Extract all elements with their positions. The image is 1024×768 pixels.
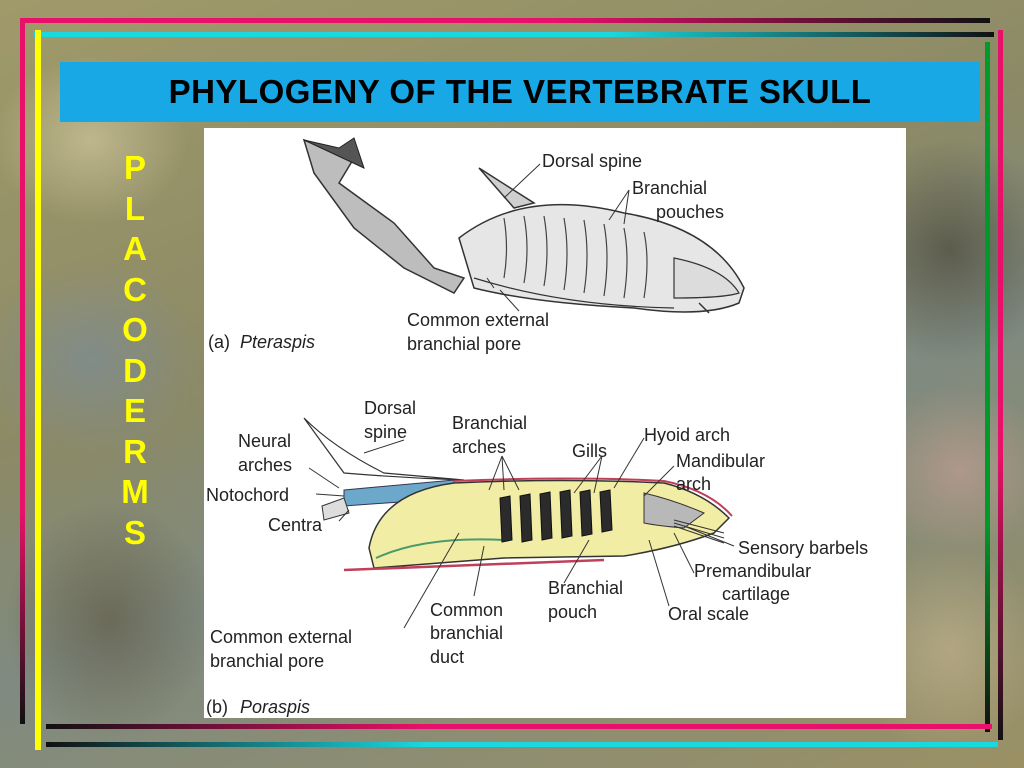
label-neural-arches: Neural bbox=[238, 431, 291, 451]
label-gills: Gills bbox=[572, 441, 607, 461]
label-mandibular-arch-2: arch bbox=[676, 474, 711, 494]
label-branchial-pouches-a: Branchial bbox=[632, 178, 707, 198]
side-letter: D bbox=[123, 351, 147, 389]
frame-line-top-cyan bbox=[34, 32, 994, 37]
side-letter: C bbox=[123, 270, 147, 308]
label-dorsal-spine-a: Dorsal spine bbox=[542, 151, 642, 171]
label-centra: Centra bbox=[268, 515, 323, 535]
frame-line-right-green bbox=[985, 42, 990, 732]
title-bar: PHYLOGENY OF THE VERTEBRATE SKULL bbox=[60, 62, 980, 122]
label-dorsal-spine-b-2: spine bbox=[364, 422, 407, 442]
side-word-placoderms: P L A C O D E R M S bbox=[110, 148, 160, 553]
caption-letter-a: (a) bbox=[208, 332, 230, 352]
frame-line-bottom-magenta bbox=[46, 724, 992, 729]
label-oral-scale: Oral scale bbox=[668, 604, 749, 624]
label-premandibular: Premandibular bbox=[694, 561, 811, 581]
side-letter: S bbox=[123, 513, 146, 551]
side-letter: L bbox=[124, 189, 146, 227]
anatomy-diagram: Dorsal spine Branchial pouches Common ex… bbox=[206, 137, 868, 717]
side-letter: M bbox=[121, 473, 149, 510]
label-common-duct-2: branchial bbox=[430, 623, 503, 643]
label-branchial-arches: Branchial bbox=[452, 413, 527, 433]
frame-line-right-magenta bbox=[998, 30, 1003, 740]
label-branchial-arches-2: arches bbox=[452, 437, 506, 457]
label-premandibular-2: cartilage bbox=[722, 584, 790, 604]
label-branchial-pouches-a-2: pouches bbox=[656, 202, 724, 222]
label-common-pore-a-2: branchial pore bbox=[407, 334, 521, 354]
pteraspis-illustration bbox=[302, 137, 745, 314]
side-letter: E bbox=[123, 392, 146, 429]
side-letter: A bbox=[123, 230, 147, 267]
side-letter: O bbox=[122, 311, 148, 348]
label-dorsal-spine-b: Dorsal bbox=[364, 398, 416, 418]
slide-title: PHYLOGENY OF THE VERTEBRATE SKULL bbox=[168, 73, 872, 110]
label-branchial-pouch: Branchial bbox=[548, 578, 623, 598]
poraspis-illustration bbox=[303, 417, 735, 629]
frame-line-bottom-cyan bbox=[46, 742, 998, 747]
side-letter: P bbox=[123, 149, 146, 186]
frame-line-left-magenta bbox=[20, 18, 25, 724]
label-sensory-barbels: Sensory barbels bbox=[738, 538, 868, 558]
frame-line-left-yellow bbox=[35, 30, 41, 750]
figure-panel: Dorsal spine Branchial pouches Common ex… bbox=[204, 128, 906, 718]
side-letter: R bbox=[123, 432, 147, 470]
label-notochord: Notochord bbox=[206, 485, 289, 505]
label-hyoid-arch: Hyoid arch bbox=[644, 425, 730, 445]
label-common-duct: Common bbox=[430, 600, 503, 620]
label-common-pore-b-2: branchial pore bbox=[210, 651, 324, 671]
label-branchial-pouch-2: pouch bbox=[548, 602, 597, 622]
label-common-pore-a: Common external bbox=[407, 310, 549, 330]
label-mandibular-arch: Mandibular bbox=[676, 451, 765, 471]
caption-letter-b: (b) bbox=[206, 697, 228, 717]
label-common-duct-3: duct bbox=[430, 647, 464, 667]
label-common-pore-b: Common external bbox=[210, 627, 352, 647]
caption-name-a: Pteraspis bbox=[240, 332, 315, 352]
caption-name-b: Poraspis bbox=[240, 697, 310, 717]
frame-line-top-magenta bbox=[20, 18, 990, 23]
label-neural-arches-2: arches bbox=[238, 455, 292, 475]
